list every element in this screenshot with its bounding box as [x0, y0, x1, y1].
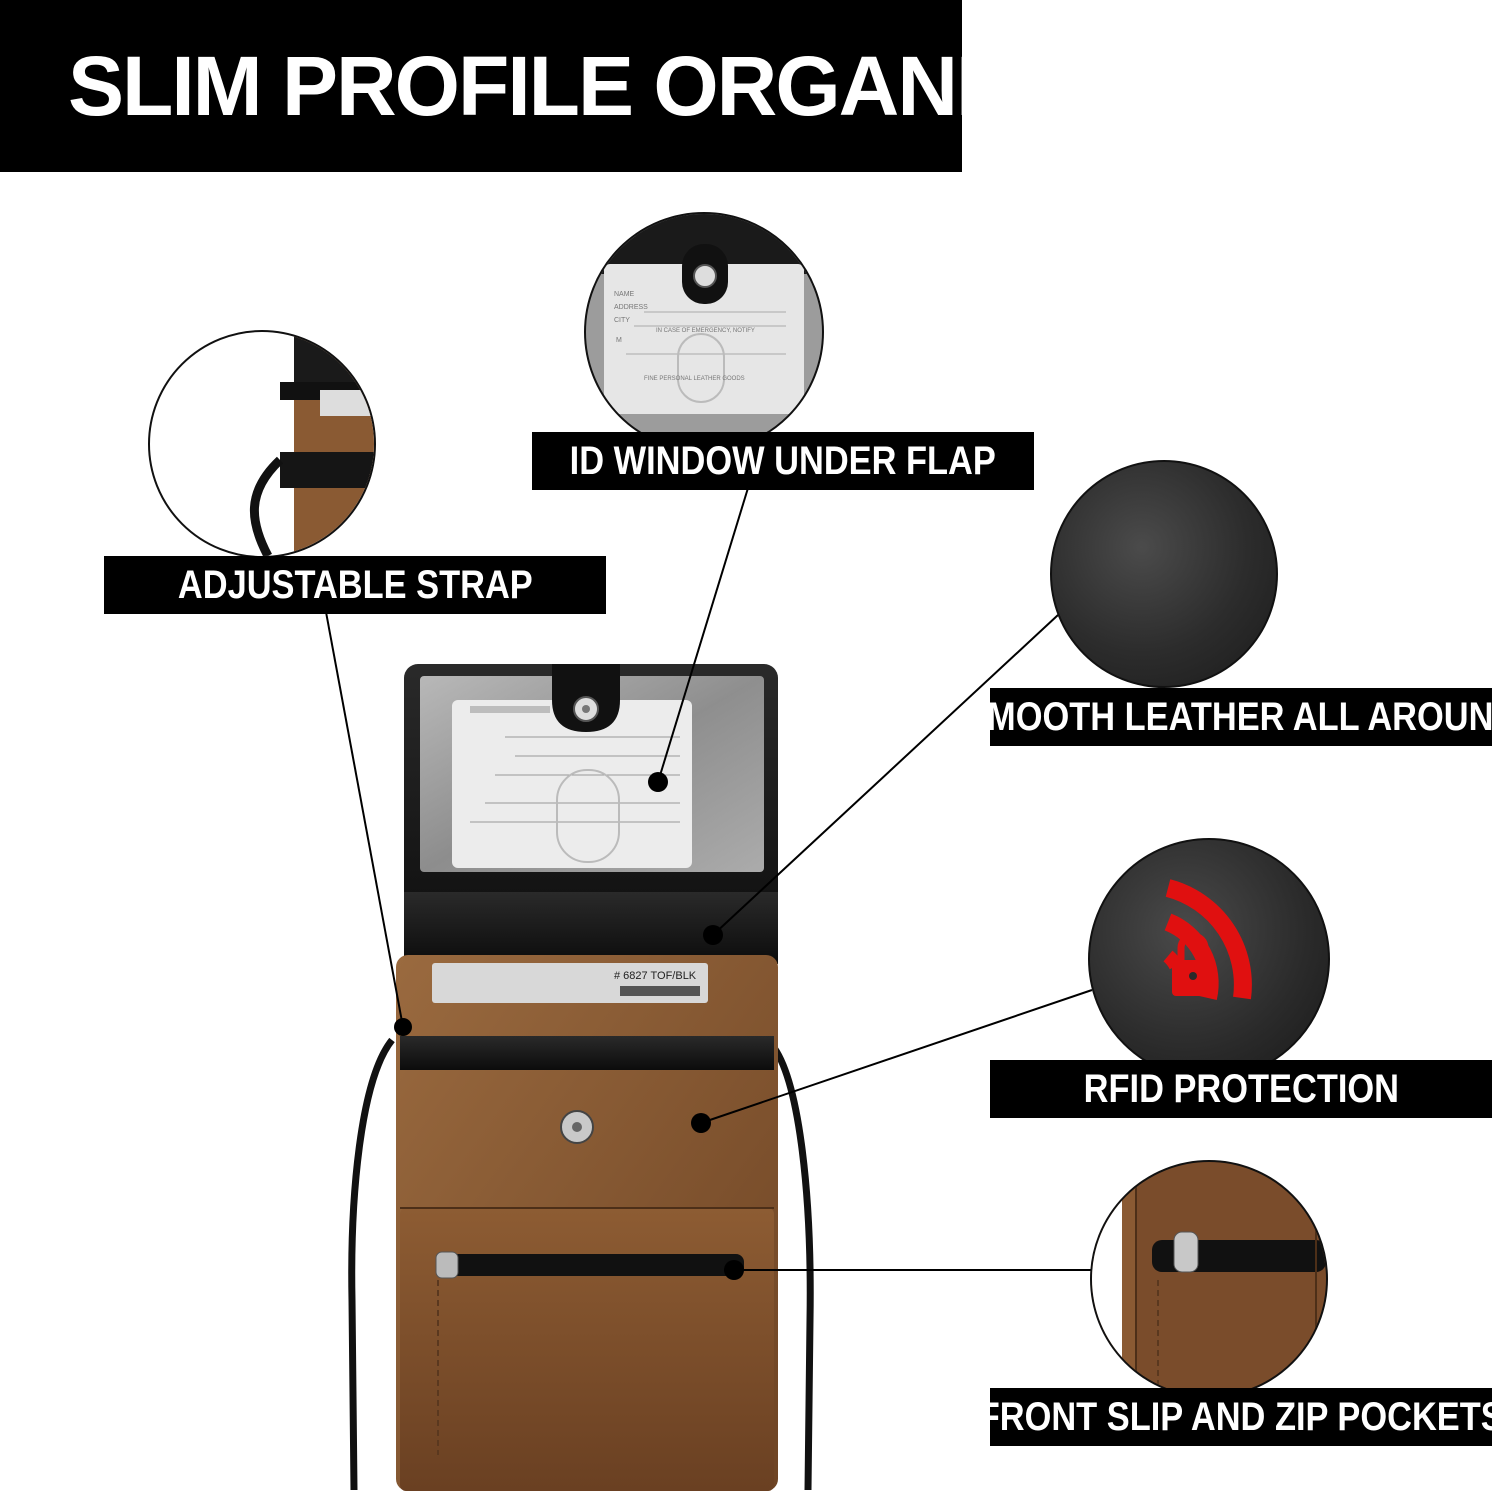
svg-text:FINE PERSONAL LEATHER GOODS: FINE PERSONAL LEATHER GOODS	[644, 376, 745, 382]
pockets-detail-circle	[1090, 1160, 1328, 1398]
page-title: SLIM PROFILE ORGANIZER	[0, 0, 962, 172]
id-card-logo	[556, 769, 620, 863]
sku-tag: # 6827 TOF/BLK	[614, 970, 697, 982]
callout-pockets: FRONT SLIP AND ZIP POCKETS	[990, 1388, 1492, 1446]
svg-text:CITY: CITY	[614, 317, 630, 324]
id-window-detail-circle: NAME ADDRESS CITY IN CASE OF EMERGENCY, …	[584, 212, 824, 452]
callout-leather: SMOOTH LEATHER ALL AROUND	[990, 688, 1492, 746]
strap-cord-left	[348, 1037, 395, 1491]
svg-text:NAME: NAME	[614, 291, 635, 298]
id-card	[452, 700, 692, 868]
rfid-detail-circle	[1088, 838, 1330, 1080]
leather-detail-circle	[1050, 460, 1278, 688]
callout-rfid: RFID PROTECTION	[990, 1060, 1492, 1118]
callout-strap: ADJUSTABLE STRAP	[104, 556, 606, 614]
card-slot	[432, 963, 708, 1003]
front-pocket	[400, 1208, 774, 1491]
svg-text:IN CASE OF EMERGENCY, NOTIFY: IN CASE OF EMERGENCY, NOTIFY	[656, 328, 755, 334]
svg-text:M: M	[616, 337, 622, 344]
strap-cord-right	[769, 1042, 814, 1491]
callout-id-window: ID WINDOW UNDER FLAP	[532, 432, 1034, 490]
rfid-lock-icon	[1163, 879, 1252, 1000]
strap-detail-circle	[148, 330, 376, 558]
zipper-icon	[440, 1254, 744, 1276]
svg-text:ADDRESS: ADDRESS	[614, 304, 648, 311]
